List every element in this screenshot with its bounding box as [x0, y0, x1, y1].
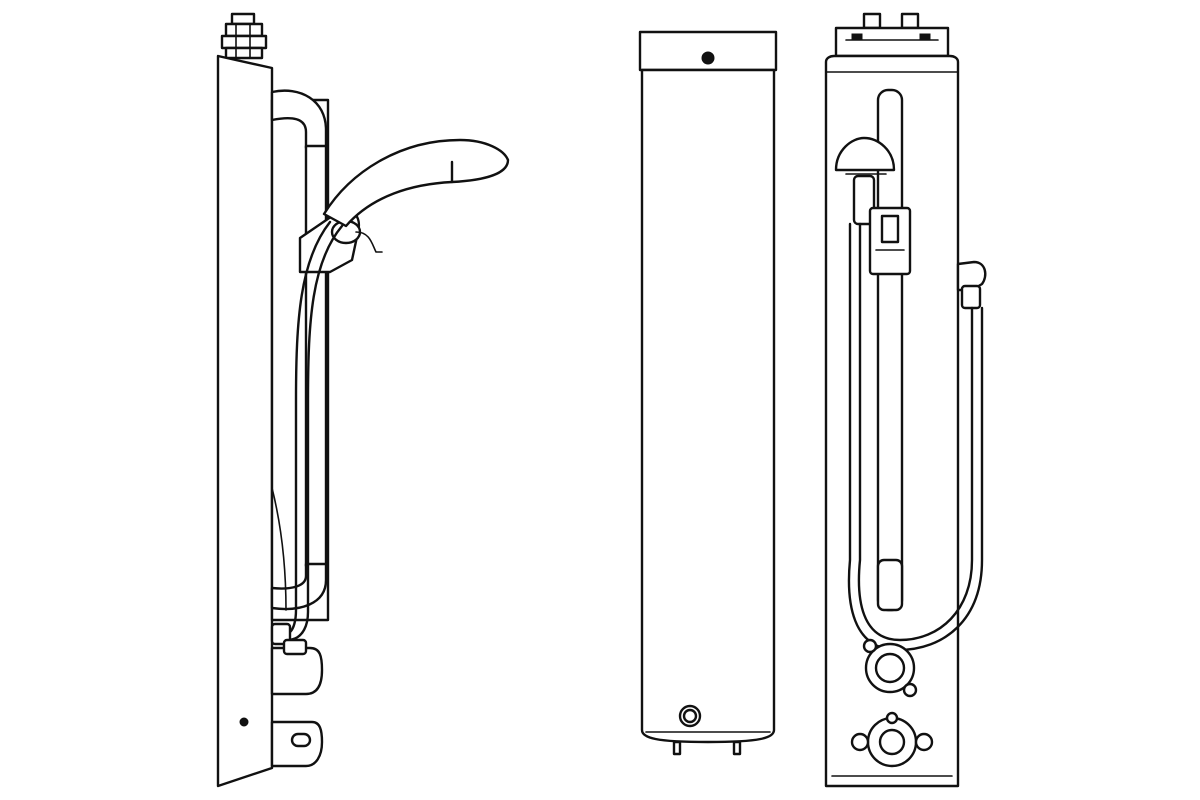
front-flow-knob — [850, 711, 934, 768]
side-handshower — [322, 138, 510, 228]
side-panel-screw — [239, 717, 249, 727]
side-top-fitting — [220, 12, 268, 60]
rear-inlet-left — [672, 740, 682, 756]
rear-column-body — [640, 68, 776, 744]
front-hose — [857, 222, 974, 642]
front-handshower-head — [834, 136, 896, 172]
rear-top-hole — [701, 51, 715, 65]
side-hook — [355, 231, 383, 253]
side-wall-panel — [216, 54, 274, 788]
side-thermostat-handle — [270, 646, 324, 696]
rear-view — [638, 30, 778, 756]
rear-inlet-right — [732, 740, 742, 756]
front-view — [824, 12, 987, 788]
side-view — [216, 12, 510, 788]
front-thermostat-knob — [862, 638, 918, 698]
